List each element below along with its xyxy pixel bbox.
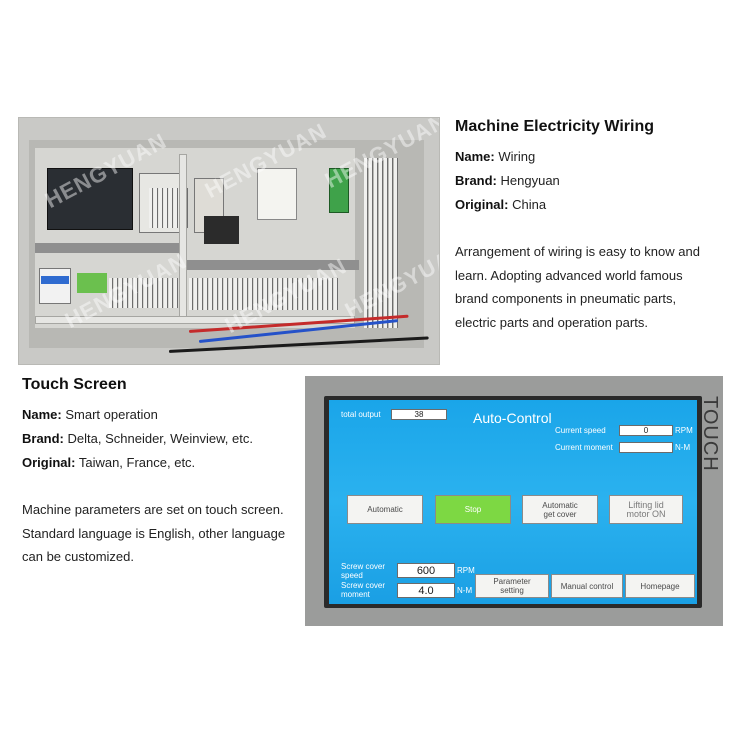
current-speed-label: Current speed <box>555 426 606 435</box>
current-moment-unit: N-M <box>675 443 691 452</box>
terminal-row-right <box>364 158 398 328</box>
automatic-get-cover-line-1: Automatic <box>542 500 578 510</box>
wiring-origin-value: China <box>512 197 547 212</box>
wiring-name-value: Wiring <box>498 149 536 164</box>
screw-speed-label-line-2: speed <box>341 571 363 580</box>
wire-duct-vertical <box>179 154 187 324</box>
touch-description-line-3: can be customized. <box>22 549 135 564</box>
hmi-display: total output 38 Auto-Control Current spe… <box>329 400 697 604</box>
touch-description: Machine parameters are set on touch scre… <box>22 498 302 569</box>
touch-brand-row: Brand: Delta, Schneider, Weinview, etc. <box>22 427 253 451</box>
terminal-row-2 <box>189 278 338 310</box>
current-speed-unit: RPM <box>675 426 693 435</box>
power-supply <box>257 168 297 220</box>
touch-origin-label: Original: <box>22 455 76 470</box>
wiring-description-line-1: Arrangement of wiring is easy to know an… <box>455 244 700 259</box>
homepage-button[interactable]: Homepage <box>625 574 695 598</box>
touch-description-line-1: Machine parameters are set on touch scre… <box>22 502 284 517</box>
touch-name-value: Smart operation <box>65 407 158 422</box>
breakers <box>39 268 71 304</box>
wiring-brand-value: Hengyuan <box>500 173 560 188</box>
wiring-name-label: Name: <box>455 149 495 164</box>
automatic-button[interactable]: Automatic <box>347 495 423 524</box>
wiring-origin-row: Original: China <box>455 193 546 217</box>
din-rail-1 <box>35 243 185 253</box>
wiring-cabinet-photo: HENGYUAN HENGYUAN HENGYUAN HENGYUAN HENG… <box>18 117 440 365</box>
screw-moment-label-line-2: moment <box>341 590 370 599</box>
touch-name-row: Name: Smart operation <box>22 403 158 427</box>
contactor-block <box>204 216 239 244</box>
screw-moment-label-line-1: Screw cover <box>341 581 386 590</box>
parameter-setting-line-2: setting <box>500 586 524 595</box>
green-terminals <box>77 273 107 293</box>
current-speed-field: 0 <box>619 425 673 436</box>
wiring-brand-label: Brand: <box>455 173 497 188</box>
touch-brand-label: Brand: <box>22 431 64 446</box>
total-output-field: 38 <box>391 409 447 420</box>
wiring-heading: Machine Electricity Wiring <box>455 118 655 135</box>
screw-moment-field[interactable]: 4.0 <box>397 583 455 598</box>
stop-button[interactable]: Stop <box>435 495 511 524</box>
din-rail-2 <box>184 260 359 270</box>
screw-speed-field[interactable]: 600 <box>397 563 455 578</box>
lifting-lid-line-1: Lifting lid <box>628 499 664 510</box>
breaker-blue <box>41 276 69 284</box>
automatic-get-cover-button[interactable]: Automatic get cover <box>522 495 598 524</box>
touch-origin-value: Taiwan, France, etc. <box>78 455 196 470</box>
wiring-brand-row: Brand: Hengyuan <box>455 169 560 193</box>
touch-screen-photo: TOUCH total output 38 Auto-Control Curre… <box>305 376 723 626</box>
touch-description-line-2: Standard language is English, other lang… <box>22 525 286 541</box>
screen-title: Auto-Control <box>473 410 552 426</box>
plc-module <box>47 168 133 230</box>
wiring-name-row: Name: Wiring <box>455 145 535 169</box>
touch-side-label: TOUCH <box>699 396 721 472</box>
parameter-setting-line-1: Parameter <box>493 577 531 586</box>
total-output-label: total output <box>341 410 381 419</box>
screw-moment-unit: N-M <box>457 586 473 595</box>
lifting-lid-line-2: motor ON <box>626 508 666 519</box>
wiring-description-line-3: brand components in pneumatic parts, <box>455 291 677 306</box>
screw-speed-label-line-1: Screw cover <box>341 562 386 571</box>
touch-heading: Touch Screen <box>22 376 127 393</box>
manual-control-button[interactable]: Manual control <box>551 574 623 598</box>
parameter-setting-button[interactable]: Parameter setting <box>475 574 549 598</box>
automatic-get-cover-line-2: get cover <box>543 509 577 519</box>
current-moment-field <box>619 442 673 453</box>
wiring-description-line-2: learn. Adopting advanced world famous <box>455 267 683 283</box>
wiring-description-line-4: electric parts and operation parts. <box>455 314 648 330</box>
lifting-lid-motor-button[interactable]: Lifting lid motor ON <box>609 495 683 524</box>
screw-speed-unit: RPM <box>457 566 475 575</box>
wiring-origin-label: Original: <box>455 197 509 212</box>
touch-name-label: Name: <box>22 407 62 422</box>
wiring-description: Arrangement of wiring is easy to know an… <box>455 240 740 334</box>
touch-origin-row: Original: Taiwan, France, etc. <box>22 451 195 475</box>
current-moment-label: Current moment <box>555 443 613 452</box>
green-module <box>329 168 349 213</box>
touch-brand-value: Delta, Schneider, Weinview, etc. <box>67 431 253 446</box>
